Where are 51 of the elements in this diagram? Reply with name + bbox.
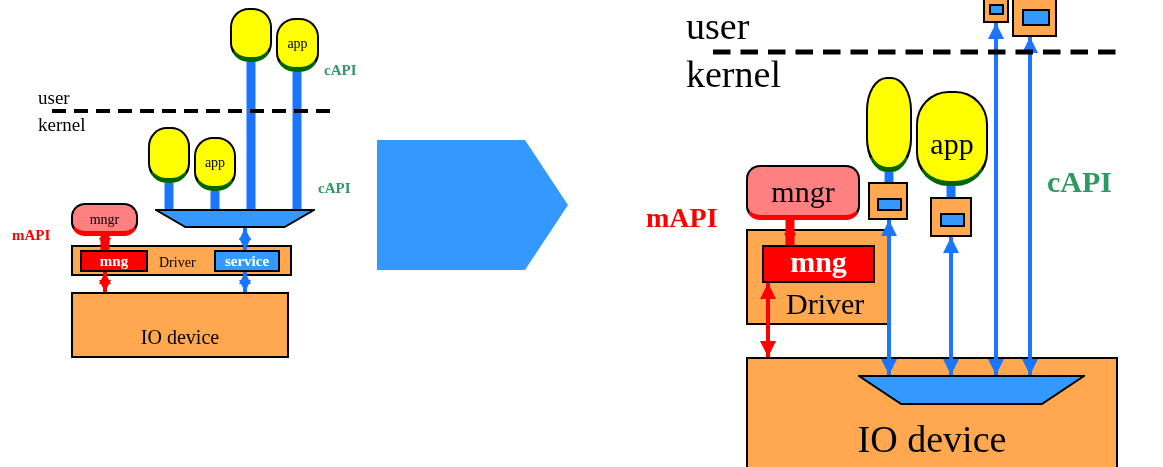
arrow (881, 220, 897, 375)
arrow (99, 272, 111, 292)
adapter-box (930, 197, 972, 237)
arrow (1022, 37, 1038, 375)
switch-trapezoid (155, 209, 315, 228)
arrow (239, 228, 251, 250)
app-box (276, 18, 319, 72)
app-box (230, 8, 272, 62)
node-label: Driver (159, 255, 196, 271)
app-box (148, 127, 190, 183)
manager-box (71, 203, 138, 236)
node-label: IO device (139, 326, 221, 349)
api-label: mAPI (12, 227, 51, 244)
space-label: kernel (38, 115, 86, 136)
arrow (988, 23, 1004, 375)
node-label: app (286, 36, 309, 52)
switch-trapezoid (858, 375, 1085, 405)
api-label: cAPI (324, 62, 357, 79)
space-label: kernel (686, 54, 781, 96)
manager-box (746, 165, 860, 220)
adapter-box (868, 182, 908, 220)
driver-box (746, 229, 890, 325)
arrow (784, 220, 796, 245)
app-box (194, 137, 236, 191)
service-box (214, 250, 280, 272)
io-device-box (71, 292, 289, 358)
node-label: IO device (856, 417, 1008, 461)
adapter-box (1012, 0, 1057, 37)
arrow (943, 237, 959, 375)
node-label: mng (789, 245, 848, 279)
mng-box (80, 250, 148, 272)
api-label: cAPI (318, 180, 351, 197)
node-label: app (929, 127, 975, 161)
node-label: app (203, 155, 227, 171)
node-label: mng (98, 253, 130, 270)
api-label: mAPI (646, 203, 718, 234)
mng-box (762, 245, 875, 283)
io-device-box (746, 357, 1118, 467)
app-box (866, 77, 912, 172)
api-label: cAPI (1047, 165, 1112, 198)
space-label: user (686, 6, 750, 48)
arrow (760, 283, 776, 357)
node-label: Driver (786, 287, 865, 321)
node-label: service (223, 253, 271, 270)
driver-box (71, 245, 292, 276)
space-label: user (38, 88, 70, 109)
node-label: mngr (770, 175, 836, 209)
arrow (239, 272, 251, 292)
node-label: mngr (88, 212, 121, 228)
arrow (99, 236, 111, 250)
app-box (916, 91, 988, 186)
